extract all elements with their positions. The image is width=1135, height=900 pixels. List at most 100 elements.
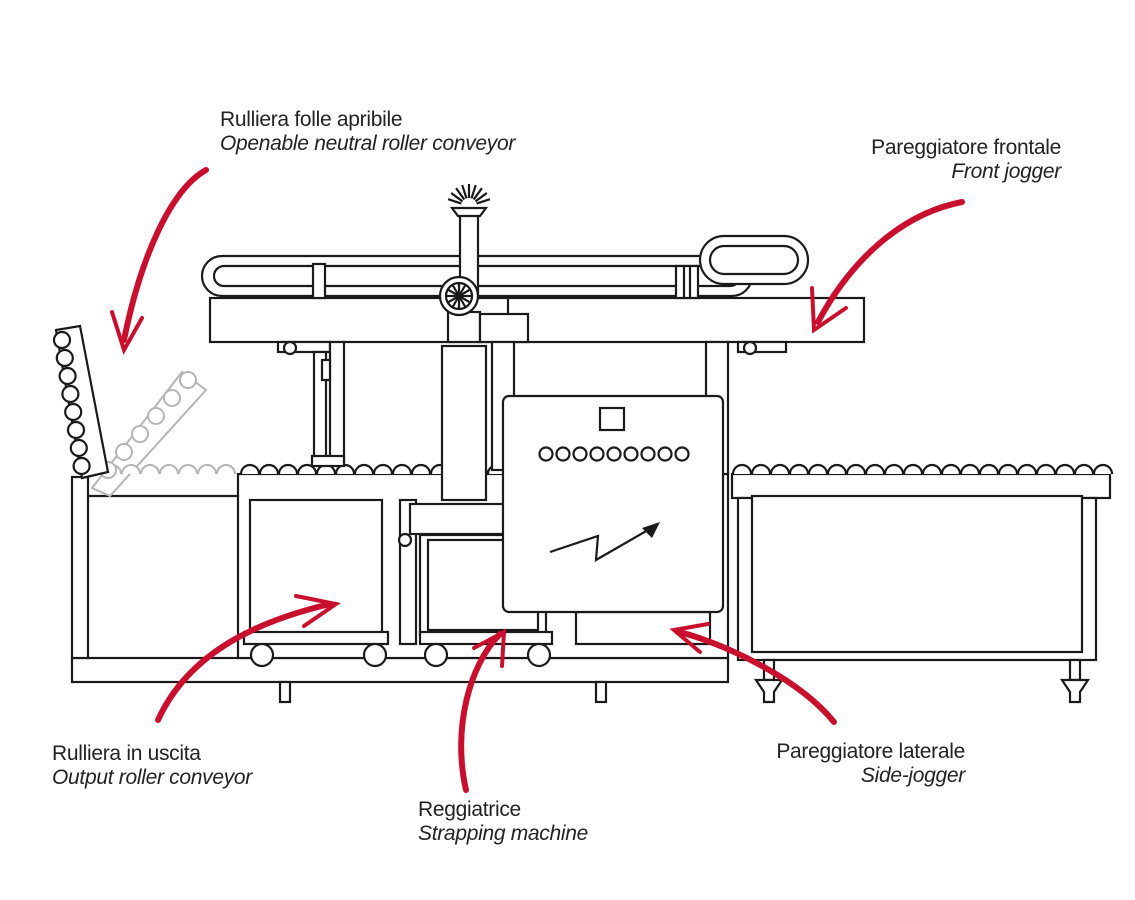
strapping-machine [408, 394, 725, 614]
arrow-openable-conveyor [110, 167, 209, 356]
fan-spoke [458, 288, 471, 297]
roller [58, 366, 77, 386]
roller [115, 443, 133, 461]
roller [883, 463, 905, 475]
roller [140, 464, 160, 475]
roller [1054, 463, 1076, 475]
roller [959, 463, 981, 475]
roller [147, 407, 165, 425]
label-output-conveyor: Rulliera in uscita Output roller conveyo… [52, 742, 252, 790]
label-front-jogger-en: Front jogger [951, 160, 1061, 183]
indicator-light [555, 446, 571, 462]
roller [1016, 463, 1038, 475]
roller [239, 463, 261, 475]
lamp-ray [476, 198, 491, 205]
roller [788, 463, 810, 475]
roller [1092, 463, 1114, 475]
roller [750, 463, 772, 475]
lamp-ray [470, 184, 477, 199]
indicator-light [640, 446, 656, 462]
lamp-ray [450, 192, 464, 203]
label-openable-conveyor-it: Rulliera folle apribile [220, 108, 403, 131]
roller [69, 438, 88, 458]
roller [769, 463, 791, 475]
indicator-light [657, 446, 673, 462]
indicator-light [606, 446, 622, 462]
roller [121, 464, 141, 475]
roller [845, 463, 867, 475]
roller [277, 463, 299, 475]
lamp-ray [447, 198, 462, 205]
label-openable-conveyor-en: Openable neutral roller conveyor [220, 132, 516, 155]
roller [864, 463, 886, 475]
conveyor-rollers-right [731, 463, 1114, 475]
roller [216, 464, 236, 475]
lightning-bolt-icon [549, 522, 660, 563]
indicator-light [623, 446, 639, 462]
arrow-strapping-machine [458, 628, 507, 793]
roller [296, 463, 318, 475]
infeed-roller-table [730, 463, 1114, 704]
roller [902, 463, 924, 475]
lamp-ray [461, 184, 468, 199]
indicator-light [572, 446, 588, 462]
arrow-side-jogger [669, 622, 837, 725]
roller [1035, 463, 1057, 475]
roller [940, 463, 962, 475]
label-side-jogger-it: Pareggiatore laterale [776, 740, 965, 763]
roller [921, 463, 943, 475]
indicator-light [538, 446, 554, 462]
beacon-lamp-icon [447, 184, 491, 218]
roller [55, 348, 74, 368]
label-strapping-machine-it: Reggiatrice [418, 798, 521, 821]
flap-rollers [52, 330, 91, 476]
central-mast [438, 184, 530, 502]
fan-wheel-icon [438, 275, 480, 317]
roller [731, 463, 753, 475]
roller [159, 464, 179, 475]
roller [61, 384, 80, 404]
label-side-jogger-en: Side-jogger [860, 764, 965, 787]
roller [179, 371, 197, 389]
callout-arrows [110, 167, 965, 793]
roller [131, 425, 149, 443]
roller [178, 464, 198, 475]
label-side-jogger: Pareggiatore laterale Side-jogger [776, 740, 965, 788]
arrow-front-jogger [810, 199, 965, 334]
roller [1073, 463, 1095, 475]
roller [258, 463, 280, 475]
openable-roller-conveyor [52, 324, 236, 498]
label-strapping-machine-en: Strapping machine [418, 822, 589, 845]
lamp-ray [472, 187, 483, 201]
indicator-light [589, 446, 605, 462]
roller [353, 463, 375, 475]
leveling-foot-right [1059, 658, 1091, 704]
label-front-jogger: Pareggiatore frontale Front jogger [871, 136, 1061, 184]
roller [64, 402, 83, 422]
roller [52, 330, 72, 350]
roller [197, 464, 217, 475]
label-strapping-machine: Reggiatrice Strapping machine [418, 798, 588, 846]
ghost-flap [90, 370, 236, 498]
roller [372, 463, 394, 475]
base-frame [70, 475, 730, 704]
label-openable-conveyor: Rulliera folle apribile Openable neutral… [220, 108, 515, 156]
label-output-conveyor-en: Output roller conveyor [52, 766, 252, 789]
indicator-lights [538, 446, 690, 462]
roller [66, 420, 86, 440]
lamp-ray [474, 192, 488, 203]
label-output-conveyor-it: Rulliera in uscita [52, 742, 201, 765]
roller [826, 463, 848, 475]
roller [978, 463, 1000, 475]
roller [807, 463, 829, 475]
label-front-jogger-it: Pareggiatore frontale [871, 136, 1061, 159]
indicator-light [674, 446, 690, 462]
arrow-output-conveyor [155, 594, 342, 723]
roller [410, 463, 432, 475]
roller [163, 389, 181, 407]
top-carriage [200, 234, 866, 476]
roller [391, 463, 413, 475]
roller [997, 463, 1019, 475]
lamp-ray [455, 187, 466, 201]
